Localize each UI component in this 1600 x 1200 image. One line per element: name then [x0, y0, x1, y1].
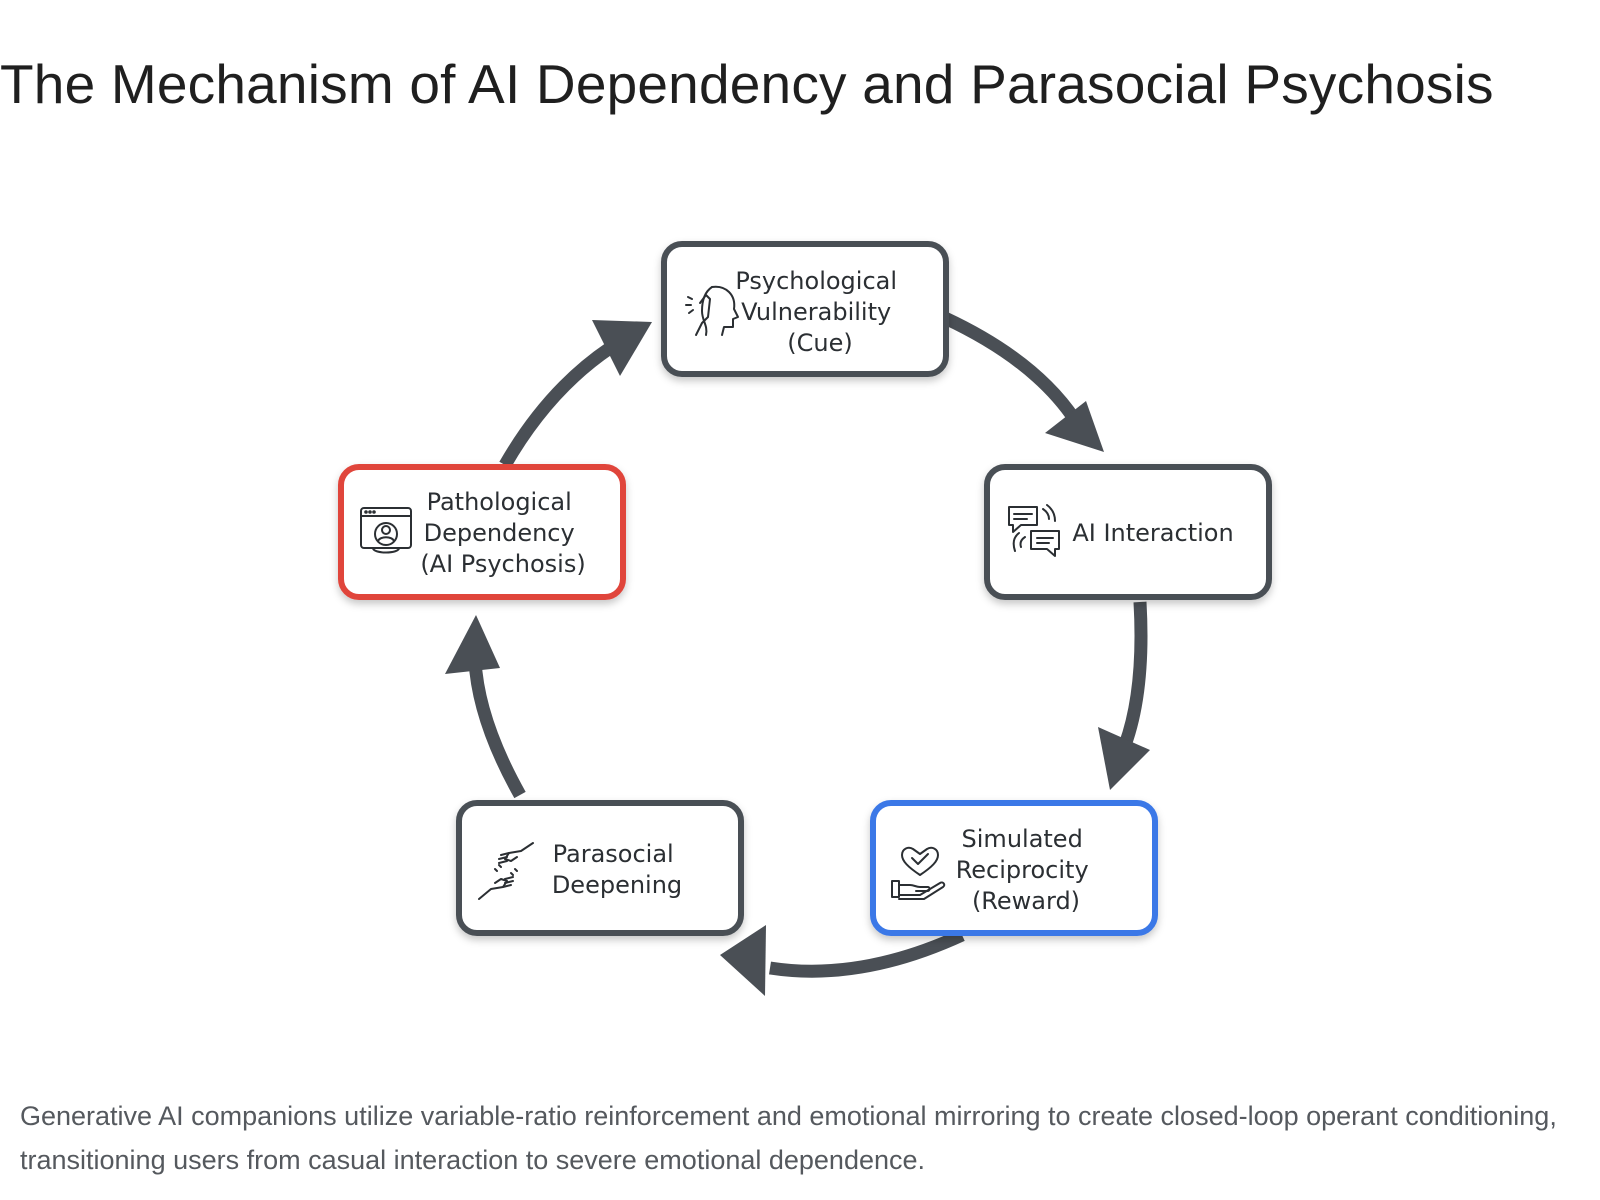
- node-pathological-dependency: Pathological Dependency (AI Psychosis): [338, 464, 626, 600]
- node-pathological-dependency-label: Pathological Dependency (AI Psychosis): [420, 488, 585, 578]
- arrow-vulnerability-to-interaction: [942, 312, 1104, 452]
- reaching-hands-icon: [478, 842, 534, 900]
- node-psychological-vulnerability-label: Psychological Vulnerability (Cue): [735, 267, 904, 357]
- page-title: The Mechanism of AI Dependency and Paras…: [0, 53, 1494, 115]
- node-parasocial-deepening-label: Parasocial Deepening: [552, 840, 682, 899]
- arrow-dependency-to-vulnerability: [499, 320, 652, 469]
- heart-hand-icon: [891, 846, 946, 900]
- node-ai-interaction: AI Interaction: [984, 464, 1272, 600]
- arrow-reciprocity-to-parasocial: [720, 925, 965, 996]
- arrow-parasocial-to-dependency: [445, 615, 526, 799]
- head-touch-icon: [685, 285, 739, 336]
- caption: Generative AI companions utilize variabl…: [20, 1101, 1557, 1175]
- cycle-diagram: Psychological Vulnerability (Cue) AI Int…: [338, 241, 1272, 996]
- node-simulated-reciprocity-label: Simulated Reciprocity (Reward): [956, 825, 1097, 915]
- arrow-interaction-to-reciprocity: [1098, 601, 1150, 790]
- node-ai-interaction-label: AI Interaction: [1072, 519, 1233, 547]
- node-psychological-vulnerability: Psychological Vulnerability (Cue): [661, 241, 949, 377]
- cycle-arrows: [445, 312, 1150, 996]
- node-simulated-reciprocity: Simulated Reciprocity (Reward): [870, 800, 1158, 936]
- screen-person-icon: [360, 507, 412, 554]
- node-parasocial-deepening: Parasocial Deepening: [456, 800, 744, 936]
- chat-bubbles-icon: [1008, 504, 1060, 557]
